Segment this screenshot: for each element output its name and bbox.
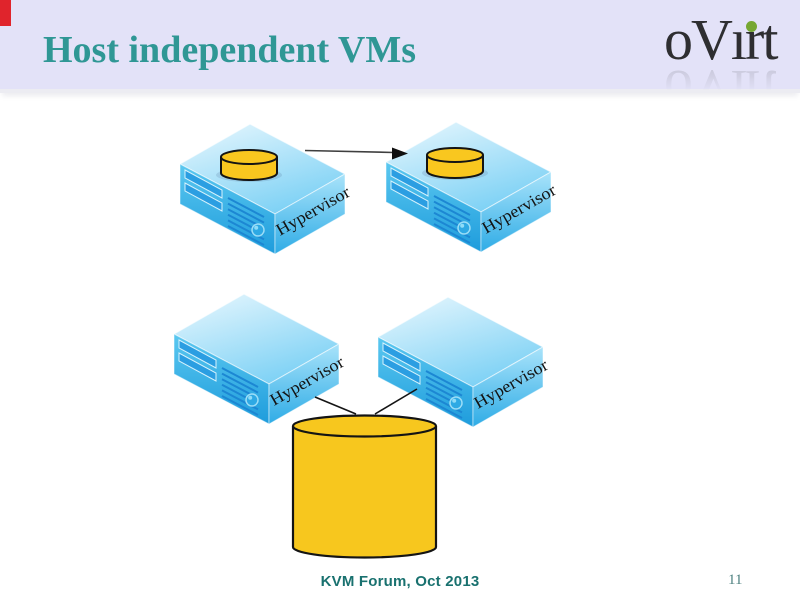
footer-text: KVM Forum, Oct 2013	[320, 573, 480, 590]
ovirt-logo-green-dot-icon	[746, 21, 757, 32]
hypervisor-server-bottom-left	[173, 293, 340, 425]
vm-disk-cylinder-right	[421, 147, 489, 181]
hypervisor-server-top-left	[179, 123, 346, 255]
storage-connector-right	[374, 388, 418, 415]
logo-part-rt: rt	[745, 7, 778, 72]
slide-header	[0, 0, 800, 93]
migration-arrow-head-icon	[392, 147, 408, 160]
page-number: 11	[728, 572, 743, 588]
corner-red-mark	[0, 0, 11, 26]
vm-disk-cylinder-left	[215, 149, 283, 183]
logo-part-i: ı	[730, 7, 747, 72]
hypervisor-server-top-right	[385, 121, 552, 253]
migration-arrow-line	[304, 149, 395, 154]
storage-connector-left	[314, 396, 357, 415]
page-title: Host independent VMs	[43, 29, 417, 71]
ovirt-logo-text: oVırt	[664, 11, 778, 69]
logo-part-ov: oV	[664, 7, 733, 72]
shared-storage-cylinder	[291, 414, 438, 559]
hypervisor-server-bottom-right	[377, 296, 544, 428]
ovirt-logo: oVırt oVırt	[664, 11, 794, 124]
